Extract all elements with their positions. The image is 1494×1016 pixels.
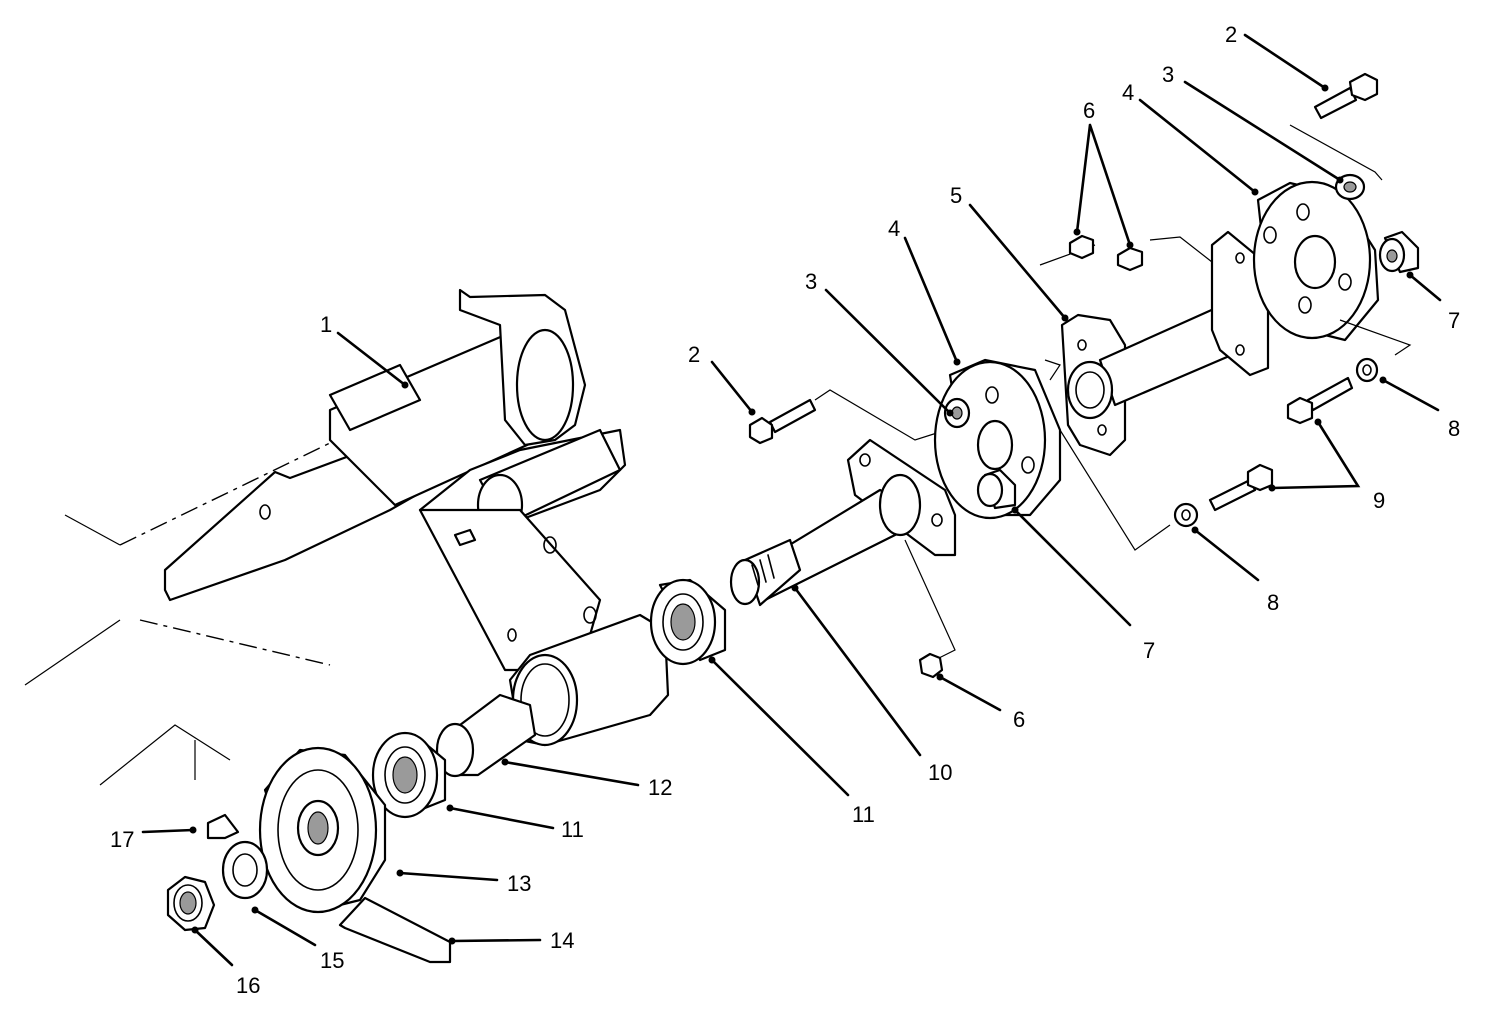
part-bolts-9 (1208, 376, 1354, 512)
part-nut-6-lower (904, 539, 956, 679)
callout-2-upper: 2 (1225, 22, 1237, 47)
part-washer-8-upper (1355, 357, 1379, 383)
part-bolt-2-lower (748, 389, 941, 445)
callout-1: 1 (320, 312, 332, 337)
callout-6-lower: 6 (1013, 707, 1025, 732)
callout-9: 9 (1373, 488, 1385, 513)
part-bearing-upper (649, 578, 727, 666)
part-washer-8-lower (1059, 429, 1199, 551)
callout-17: 17 (110, 827, 134, 852)
part-pulley (258, 746, 387, 914)
callout-11-upper: 11 (852, 802, 875, 827)
callout-12: 12 (648, 775, 672, 800)
callout-15: 15 (320, 948, 344, 973)
callout-16: 16 (236, 973, 260, 998)
part-shaft (729, 438, 957, 607)
callout-3-upper: 3 (1162, 62, 1174, 87)
callout-11-lower: 11 (561, 817, 584, 842)
part-housing (24, 288, 670, 786)
leader-lines (141, 33, 1442, 967)
part-coupling-disk-rear (1252, 180, 1412, 356)
callout-8-upper: 8 (1448, 416, 1460, 441)
part-bushing-7-upper (1378, 230, 1420, 274)
callout-4-upper: 4 (1122, 80, 1134, 105)
callout-4-lower: 4 (888, 216, 900, 241)
part-washer-15 (221, 840, 269, 900)
part-flanged-shaft (1039, 230, 1270, 457)
callout-7-lower: 7 (1143, 638, 1155, 663)
callout-labels: 1 2 2 3 3 4 4 5 6 6 7 7 8 8 9 10 11 11 1… (110, 22, 1460, 998)
callout-3-lower: 3 (805, 269, 817, 294)
callout-6-upper: 6 (1083, 98, 1095, 123)
part-woodruff-key-17 (206, 813, 240, 840)
part-spacer-tube (435, 693, 537, 778)
callout-14: 14 (550, 928, 574, 953)
part-key-bar (338, 896, 452, 964)
callout-2-lower: 2 (688, 342, 700, 367)
callout-10: 10 (928, 760, 952, 785)
part-coupling-disk-front (933, 358, 1062, 520)
part-bolt-2-upper (1289, 72, 1383, 181)
part-bearing-lower (371, 731, 447, 819)
callout-8-lower: 8 (1267, 590, 1279, 615)
callout-5: 5 (950, 183, 962, 208)
part-nuts-6-upper (1068, 234, 1144, 272)
callout-13: 13 (507, 871, 531, 896)
part-nut-16 (166, 875, 216, 932)
callout-7-upper: 7 (1448, 308, 1460, 333)
